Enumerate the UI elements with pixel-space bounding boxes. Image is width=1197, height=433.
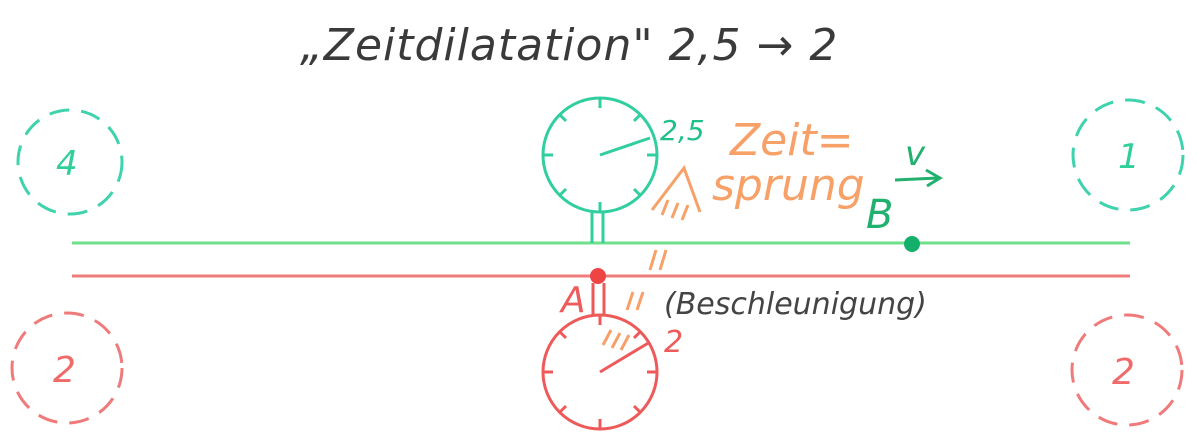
clock-reading-right-bottom: 2	[1112, 352, 1135, 393]
green-clock-hand	[599, 136, 651, 157]
red-clock: 2	[541, 283, 683, 431]
red-clock-hand	[599, 340, 651, 374]
green-clock-reading: 2,5	[660, 114, 705, 147]
dashed-clock-right-top: 1	[1071, 98, 1185, 212]
point-b-dot	[904, 236, 920, 252]
point-a-label: A	[559, 280, 586, 321]
beschleunigung-label: (Beschleunigung)	[664, 287, 927, 322]
zeitsprung-label-line2: sprung	[712, 160, 865, 211]
diagram-title: „Zeitdilatation" 2,5 → 2	[300, 20, 838, 71]
point-b-label: B	[866, 192, 893, 238]
clock-reading-left-bottom: 2	[53, 350, 76, 391]
time-jump-arrow	[601, 164, 702, 351]
dashed-clock-right-bottom: 2	[1070, 313, 1184, 427]
clock-reading-left-top: 4	[56, 144, 78, 184]
zeitsprung-label-line1: Zeit=	[729, 115, 854, 166]
point-a-dot	[590, 268, 606, 284]
clock-reading-right-top: 1	[1118, 137, 1140, 177]
red-clock-reading: 2	[664, 325, 683, 360]
velocity-label: v	[905, 134, 926, 174]
green-clock: 2,5	[541, 96, 705, 243]
dashed-clock-left-top: 4	[16, 108, 124, 216]
dashed-clock-left-bottom: 2	[10, 311, 124, 425]
velocity-arrow	[894, 168, 943, 188]
